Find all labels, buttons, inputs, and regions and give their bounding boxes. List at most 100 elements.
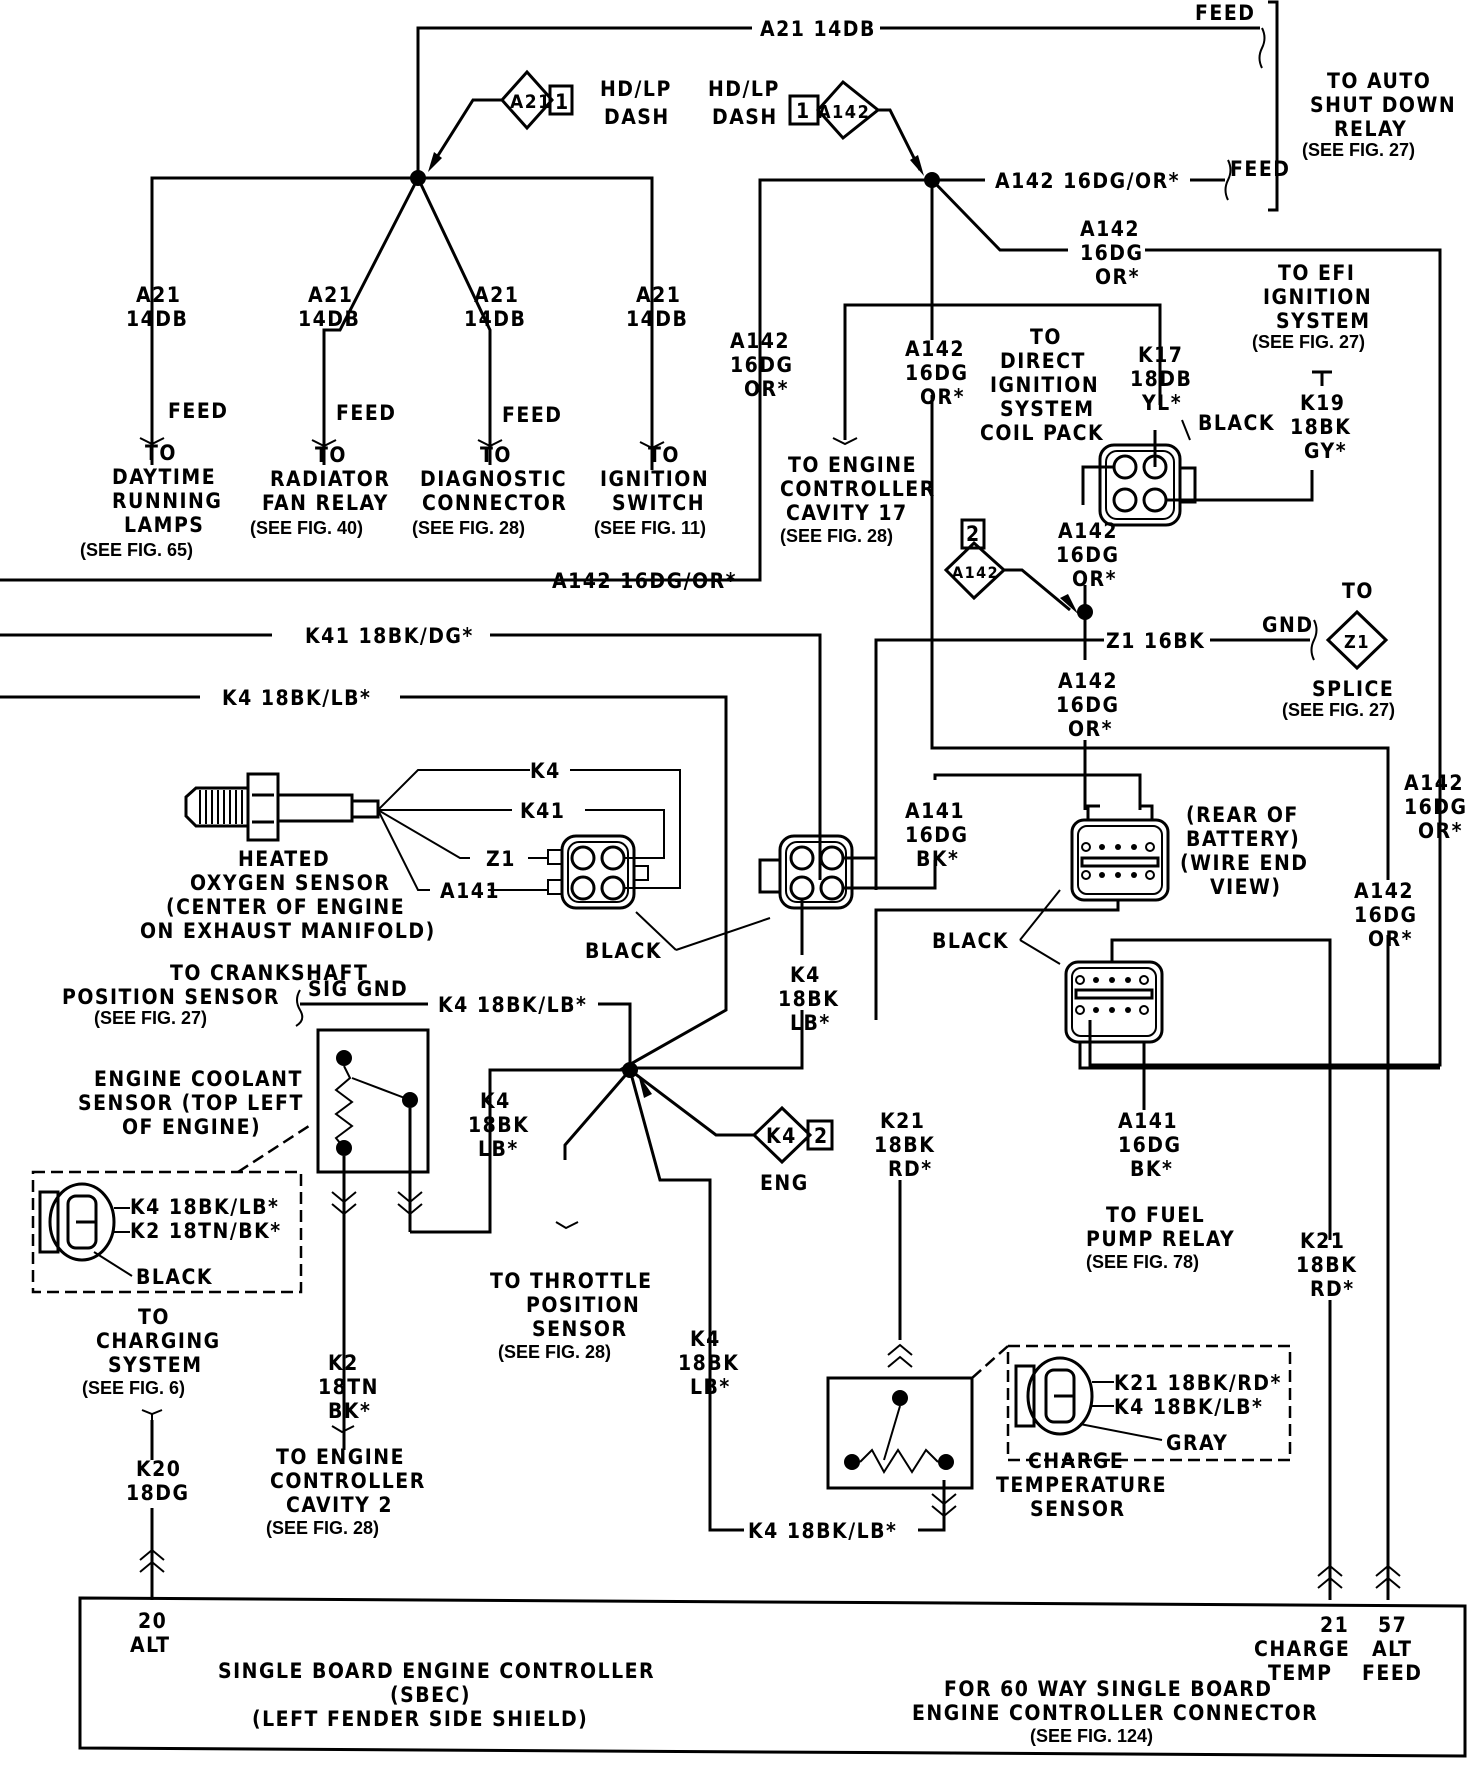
diagram-label: FEED xyxy=(1362,1661,1422,1685)
diagram-label: LAMPS xyxy=(124,513,204,537)
diagram-label: HD/LP xyxy=(600,77,672,101)
diagram-label: K4 18BK/LB* xyxy=(1114,1395,1263,1419)
diagram-label: 16DG xyxy=(1056,693,1119,717)
diagram-label: TEMP xyxy=(1268,1661,1332,1685)
diagram-label: ENG xyxy=(760,1171,809,1195)
wire-label: A142 16DG/OR* xyxy=(552,569,737,593)
diagram-label: (CENTER OF ENGINE xyxy=(166,895,405,919)
diagram-label: OR* xyxy=(1072,567,1117,591)
diagram-label: SHUT DOWN xyxy=(1310,93,1456,117)
diagram-label: K21 xyxy=(880,1109,925,1133)
o2-sensor-connector xyxy=(488,769,681,910)
diagram-label: 21 xyxy=(1320,1613,1349,1637)
diagram-label: 16DG xyxy=(1354,903,1417,927)
diagram-label: OR* xyxy=(1095,265,1140,289)
diagram-label: A21 xyxy=(136,283,181,307)
diagram-label: (WIRE END xyxy=(1180,851,1308,875)
diagram-label: A142 xyxy=(1080,217,1140,241)
diagram-label: LB* xyxy=(478,1137,519,1161)
diagram-label: 16DG xyxy=(1080,241,1143,265)
diagram-label: DAYTIME xyxy=(112,465,216,489)
diagram-label: A142 xyxy=(1404,771,1464,795)
diagram-label: 2 xyxy=(966,522,981,546)
diagram-label: TO EFI xyxy=(1278,261,1355,285)
diagram-label: A142 xyxy=(1058,669,1118,693)
diagram-label: (SEE FIG. 27) xyxy=(1252,332,1365,352)
diagram-label: 18DB xyxy=(1130,367,1192,391)
diagram-label: A21 xyxy=(308,283,353,307)
diagram-label: CAVITY 2 xyxy=(286,1493,393,1517)
dest-auto-shutdown-relay: TO AUTO SHUT DOWN RELAY (SEE FIG. 27) xyxy=(1302,69,1456,160)
diagram-label: (REAR OF xyxy=(1186,803,1299,827)
diagram-label: (SEE FIG. 28) xyxy=(780,526,893,546)
diagram-label: 1 xyxy=(555,90,570,114)
diagram-label: GRAY xyxy=(1166,1431,1228,1455)
diagram-label: A142 xyxy=(818,102,870,123)
diagram-label: 18BK xyxy=(778,987,839,1011)
diagram-label: A142 xyxy=(1354,879,1414,903)
diagram-label: K20 xyxy=(136,1457,181,1481)
diagram-label: BATTERY) xyxy=(1186,827,1300,851)
coil-pack-connector xyxy=(1081,419,1314,527)
diagram-label: K4 xyxy=(690,1327,721,1351)
diagram-label: (SEE FIG. 27) xyxy=(94,1008,207,1028)
diagram-label: SIG GND xyxy=(308,977,408,1001)
diagram-label: SPLICE xyxy=(1312,677,1394,701)
dest-diagnostic-connector: TO DIAGNOSTIC CONNECTOR (SEE FIG. 28) xyxy=(412,443,567,538)
diagram-label: FOR 60 WAY SINGLE BOARD xyxy=(944,1677,1272,1701)
diagram-label: POSITION xyxy=(526,1293,640,1317)
diagram-label: 18BK xyxy=(1296,1253,1357,1277)
diagram-label: ENGINE COOLANT xyxy=(94,1067,303,1091)
diagram-label: A142 xyxy=(730,329,790,353)
charge-temperature-sensor: CHARGE TEMPERATURE SENSOR xyxy=(826,1343,1167,1521)
diagram-label: 14DB xyxy=(126,307,188,331)
dest-charging-system: TO CHARGING SYSTEM (SEE FIG. 6) K20 18DG xyxy=(82,1305,219,1600)
diagram-label: TEMPERATURE xyxy=(996,1473,1167,1497)
diagram-label: BLACK xyxy=(585,939,662,963)
diagram-label: A141 xyxy=(905,799,965,823)
diagram-label: BLACK xyxy=(932,929,1009,953)
engine-coolant-sensor: ENGINE COOLANT SENSOR (TOP LEFT OF ENGIN… xyxy=(78,1028,492,1450)
dest-ignition-switch: TO IGNITION SWITCH (SEE FIG. 11) xyxy=(594,443,708,538)
diagram-label: TO xyxy=(480,443,512,467)
diagram-label: SINGLE BOARD ENGINE CONTROLLER xyxy=(218,1659,655,1683)
diagram-label: TO ENGINE xyxy=(276,1445,405,1469)
diagram-label: SYSTEM xyxy=(1276,309,1371,333)
diagram-label: 16DG xyxy=(730,353,793,377)
diagram-label: K21 xyxy=(1300,1229,1345,1253)
diagram-label: 16DG xyxy=(1118,1133,1181,1157)
diagram-label: TO xyxy=(648,443,680,467)
dest-fuel-pump-relay: TO FUEL PUMP RELAY (SEE FIG. 78) xyxy=(1086,1203,1234,1272)
heated-oxygen-sensor: K4 K41 Z1 A141 HEATED OXYGEN SENSOR (CEN… xyxy=(140,759,564,943)
diagram-label: A21 xyxy=(510,91,552,113)
diagram-label: DIAGNOSTIC xyxy=(420,467,567,491)
diagram-label: 14DB xyxy=(626,307,688,331)
splice-node xyxy=(410,170,426,186)
diagram-label: GND xyxy=(1262,613,1314,637)
splice-z1-symbol xyxy=(1325,609,1389,671)
diagram-label: 18BK xyxy=(874,1133,935,1157)
diagram-label: 18TN xyxy=(318,1375,379,1399)
diagram-label: A141 xyxy=(1118,1109,1178,1133)
diagram-label: Z1 xyxy=(486,847,516,871)
diagram-label: OXYGEN SENSOR xyxy=(190,871,390,895)
diagram-label: A21 xyxy=(474,283,519,307)
diagram-label: K2 18TN/BK* xyxy=(130,1219,282,1243)
diagram-label: ON EXHAUST MANIFOLD) xyxy=(140,919,436,943)
diagram-label: OR* xyxy=(920,385,965,409)
diagram-label: CAVITY 17 xyxy=(786,501,908,525)
diagram-label: K19 xyxy=(1300,391,1345,415)
dest-radiator-fan-relay: TO RADIATOR FAN RELAY (SEE FIG. 40) xyxy=(250,443,389,538)
diagram-label: A142 xyxy=(905,337,965,361)
diagram-label: OR* xyxy=(1068,717,1113,741)
dest-engine-controller-cavity-17: TO ENGINE CONTROLLER CAVITY 17 (SEE FIG.… xyxy=(780,453,934,546)
dest-coil-pack: TO DIRECT IGNITION SYSTEM COIL PACK xyxy=(980,325,1103,445)
diagram-label: K4 18BK/LB* xyxy=(438,993,587,1017)
diagram-label: 57 xyxy=(1378,1613,1407,1637)
diagram-label: K4 18BK/LB* xyxy=(130,1195,279,1219)
diagram-label: DASH xyxy=(604,105,670,129)
dest-engine-controller-cavity-2: TO ENGINE CONTROLLER CAVITY 2 (SEE FIG. … xyxy=(266,1445,424,1538)
battery-connector-bottom: BLACK xyxy=(932,889,1440,1240)
